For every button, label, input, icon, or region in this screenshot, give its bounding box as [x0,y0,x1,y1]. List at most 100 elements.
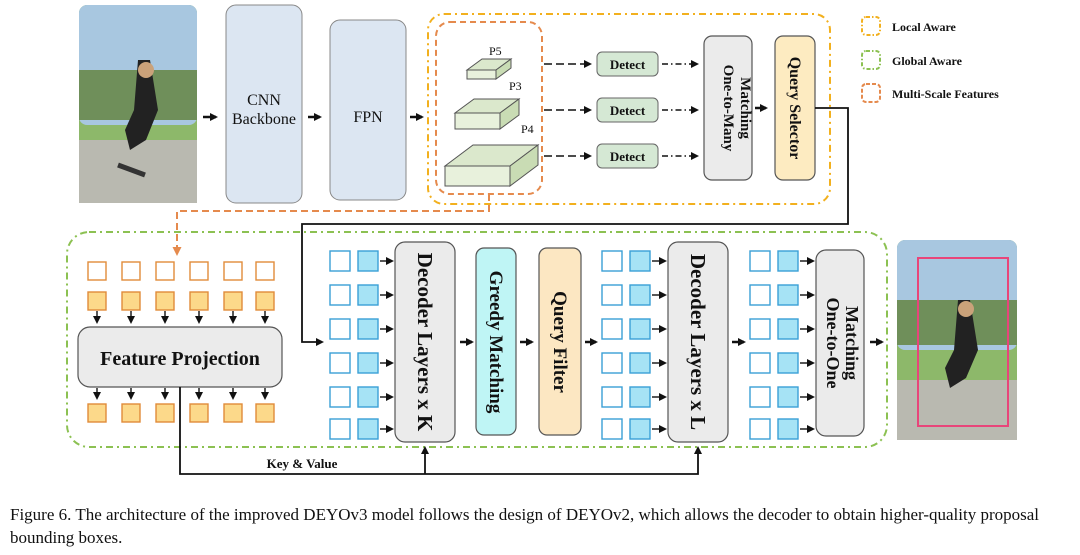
query-filter-label: Query Filter [549,291,570,393]
query-token [601,352,623,374]
feature-projection-block: Feature Projection [77,326,283,388]
query-token [749,352,771,374]
query-token-filled [629,418,651,440]
query-token [329,318,351,340]
query-token [329,352,351,374]
query-token-filled [357,418,379,440]
one-to-one-matching-block: One-to-One Matching [815,249,865,437]
feature-token-filled [189,403,209,423]
arrow-key-value-to-decoder-l [179,387,702,475]
feature-projection-label: Feature Projection [100,348,260,370]
query-token-filled [777,284,799,306]
query-token [601,318,623,340]
feature-token-filled [223,403,243,423]
query-token-filled [629,250,651,272]
feature-token [189,261,209,281]
legend: Local Aware Global Aware Multi-Scale Fea… [861,16,999,103]
query-token-filled [357,250,379,272]
fpn-block: FPN [329,19,407,201]
global-aware-region [66,231,888,448]
feature-p3: P3 [453,79,522,130]
output-image [897,240,1017,440]
decoder-l-label: Decoder Layers x L [686,254,710,430]
feature-token-filled [155,291,175,311]
query-token [601,386,623,408]
one-to-many-matching-block: One-to-Many Matching [703,35,753,181]
query-token-filled [357,386,379,408]
detect-block-3: Detect [596,143,659,169]
greedy-matching-label: Greedy Matching [485,271,506,414]
legend-label-global-aware: Global Aware [892,54,963,68]
feature-token [255,261,275,281]
query-token [749,386,771,408]
detect-label: Detect [610,103,646,118]
query-token-filled [629,352,651,374]
feature-p5: P5 [465,44,513,80]
feature-token-filled [155,403,175,423]
query-tokens-c [749,250,815,440]
query-token [749,250,771,272]
legend-swatch-local-aware [861,16,881,36]
decoder-layers-k-block: Decoder Layers x K [394,241,456,443]
query-token-filled [357,284,379,306]
query-token [329,250,351,272]
query-token-filled [629,284,651,306]
detect-label: Detect [610,57,646,72]
query-token [329,386,351,408]
one-to-many-matching-label: Matching [737,77,753,139]
query-token [601,284,623,306]
cnn-backbone-block: CNN Backbone [225,4,303,204]
feature-token-filled [121,403,141,423]
query-token-filled [629,318,651,340]
query-token-filled [357,352,379,374]
fpn-label: FPN [353,109,383,126]
detect-block-1: Detect [596,51,659,77]
feature-token-filled [255,403,275,423]
one-to-many-label: One-to-Many [720,65,736,152]
query-token-filled [777,418,799,440]
feature-token [155,261,175,281]
p4-label: P4 [521,122,534,136]
decoder-k-label: Decoder Layers x K [413,253,437,432]
legend-label-local-aware: Local Aware [892,20,957,34]
query-token-filled [777,318,799,340]
detect-label: Detect [610,149,646,164]
one-to-one-matching-label: Matching [842,306,862,380]
feature-token-filled [255,291,275,311]
query-token [601,418,623,440]
query-token [749,284,771,306]
input-image [79,5,197,203]
detect-block-2: Detect [596,97,659,123]
legend-swatch-global-aware [861,50,881,70]
feature-p4: P4 [443,122,540,187]
feature-token [121,261,141,281]
feature-token [223,261,243,281]
figure-caption: Figure 6. The architecture of the improv… [10,505,1040,547]
query-token-filled [629,386,651,408]
feature-token-filled [87,403,107,423]
query-filter-block: Query Filter [538,247,582,436]
query-token-filled [777,352,799,374]
legend-swatch-multi-scale [861,83,881,103]
p5-label: P5 [489,44,502,58]
feature-token-filled [189,291,209,311]
detection-box [917,257,1009,427]
greedy-matching-block: Greedy Matching [475,247,517,436]
query-selector-label: Query Selector [786,57,803,160]
legend-label-multi-scale: Multi-Scale Features [892,87,999,101]
feature-token-filled [87,291,107,311]
cnn-label: CNN [247,92,281,109]
query-token-filled [777,250,799,272]
feature-tokens-bottom [87,388,275,423]
query-tokens-b [601,250,667,440]
query-selector-block: Query Selector [774,35,816,181]
query-tokens-a [329,250,394,440]
backbone-label: Backbone [232,111,296,128]
query-token [749,318,771,340]
one-to-one-label: One-to-One [823,298,843,389]
query-token [329,418,351,440]
query-token-filled [357,318,379,340]
feature-tokens-top [87,261,275,324]
query-token [601,250,623,272]
